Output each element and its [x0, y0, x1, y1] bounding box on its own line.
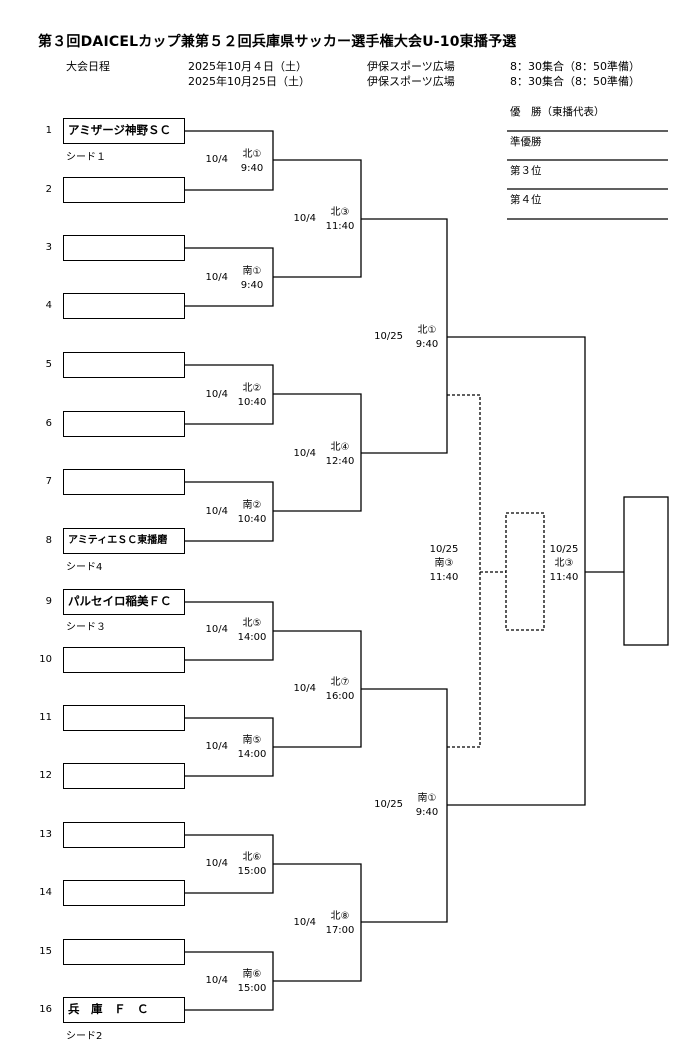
match-time: 15:00 [237, 866, 267, 877]
schedule-time-1: 8：30集合（8：50準備） [510, 60, 640, 73]
match-date: 10/4 [293, 917, 316, 928]
match-field: 北④ [330, 442, 350, 453]
team-slot-3 [63, 235, 185, 261]
match-date: 10/4 [205, 624, 228, 635]
match-date: 10/4 [205, 154, 228, 165]
team-number: 11 [39, 712, 52, 723]
match-time: 17:00 [325, 925, 355, 936]
team-number: 15 [39, 946, 52, 957]
team-number: 7 [45, 476, 52, 487]
match-field: 北⑦ [330, 677, 350, 688]
match-time: 14:00 [237, 632, 267, 643]
match-time: 9:40 [240, 280, 264, 291]
third-place-field: 南③ [434, 558, 454, 569]
match-time: 9:40 [240, 163, 264, 174]
match-date: 10/25 [374, 799, 403, 810]
match-date: 10/4 [205, 741, 228, 752]
match-date: 10/4 [205, 389, 228, 400]
result-fourth-label: 第４位 [510, 194, 542, 206]
team-slot-14 [63, 880, 185, 906]
team-number: 16 [39, 1004, 52, 1015]
team-number: 2 [45, 184, 52, 195]
team-number: 6 [45, 418, 52, 429]
seed-label: シード１ [66, 152, 106, 163]
team-slot-16: 兵 庫 Ｆ Ｃ [63, 997, 185, 1023]
team-number: 5 [45, 359, 52, 370]
seed-label: シード2 [66, 1031, 103, 1042]
page-title: 第３回DAICELカップ兼第５２回兵庫県サッカー選手権大会U-10東播予選 [38, 34, 517, 50]
match-date: 10/4 [293, 448, 316, 459]
team-number: 3 [45, 242, 52, 253]
match-date: 10/4 [293, 213, 316, 224]
result-third-label: 第３位 [510, 165, 542, 177]
match-field: 北⑧ [330, 911, 350, 922]
match-time: 15:00 [237, 983, 267, 994]
match-field: 北⑥ [242, 852, 262, 863]
schedule-venue-1: 伊保スポーツ広場 [367, 60, 455, 73]
team-slot-15 [63, 939, 185, 965]
match-time: 9:40 [415, 807, 439, 818]
match-field: 北① [242, 149, 262, 160]
match-time: 9:40 [415, 339, 439, 350]
team-slot-5 [63, 352, 185, 378]
schedule-date-2: 2025年10月25日（土） [188, 75, 310, 88]
team-number: 13 [39, 829, 52, 840]
team-slot-7 [63, 469, 185, 495]
match-time: 10:40 [237, 514, 267, 525]
match-date: 10/25 [374, 331, 403, 342]
match-time: 16:00 [325, 691, 355, 702]
team-number: 8 [45, 535, 52, 546]
team-number: 10 [39, 654, 52, 665]
team-slot-13 [63, 822, 185, 848]
team-number: 9 [45, 596, 52, 607]
final-field: 北③ [554, 558, 574, 569]
schedule-label: 大会日程 [66, 60, 110, 73]
schedule-time-2: 8：30集合（8：50準備） [510, 75, 640, 88]
seed-label: シード３ [66, 622, 106, 633]
third-place-date: 10/25 [429, 544, 459, 555]
match-date: 10/4 [205, 506, 228, 517]
match-time: 14:00 [237, 749, 267, 760]
final-time: 11:40 [549, 572, 579, 583]
match-field: 南⑤ [242, 735, 262, 746]
match-time: 11:40 [325, 221, 355, 232]
match-date: 10/4 [205, 858, 228, 869]
team-slot-10 [63, 647, 185, 673]
match-field: 南① [242, 266, 262, 277]
team-slot-11 [63, 705, 185, 731]
match-field: 南① [417, 793, 437, 804]
match-date: 10/4 [293, 683, 316, 694]
team-slot-12 [63, 763, 185, 789]
match-time: 10:40 [237, 397, 267, 408]
team-number: 4 [45, 300, 52, 311]
team-number: 1 [45, 125, 52, 136]
match-field: 南② [242, 500, 262, 511]
match-date: 10/4 [205, 975, 228, 986]
team-number: 14 [39, 887, 52, 898]
match-field: 北③ [330, 207, 350, 218]
match-date: 10/4 [205, 272, 228, 283]
schedule-venue-2: 伊保スポーツ広場 [367, 75, 455, 88]
schedule-date-1: 2025年10月４日（土） [188, 60, 307, 73]
final-date: 10/25 [549, 544, 579, 555]
team-slot-6 [63, 411, 185, 437]
result-runner-up-label: 準優勝 [510, 136, 542, 148]
seed-label: シード4 [66, 562, 103, 573]
team-slot-2 [63, 177, 185, 203]
match-field: 北② [242, 383, 262, 394]
match-field: 北① [417, 325, 437, 336]
match-field: 南⑥ [242, 969, 262, 980]
team-number: 12 [39, 770, 52, 781]
team-slot-1: アミザージ神野ＳＣ [63, 118, 185, 144]
team-slot-4 [63, 293, 185, 319]
third-place-time: 11:40 [429, 572, 459, 583]
team-slot-8: アミティエＳＣ東播磨 [63, 528, 185, 554]
result-winner-label: 優 勝（東播代表） [510, 106, 605, 118]
match-time: 12:40 [325, 456, 355, 467]
team-slot-9: パルセイロ稲美ＦＣ [63, 589, 185, 615]
match-field: 北⑤ [242, 618, 262, 629]
